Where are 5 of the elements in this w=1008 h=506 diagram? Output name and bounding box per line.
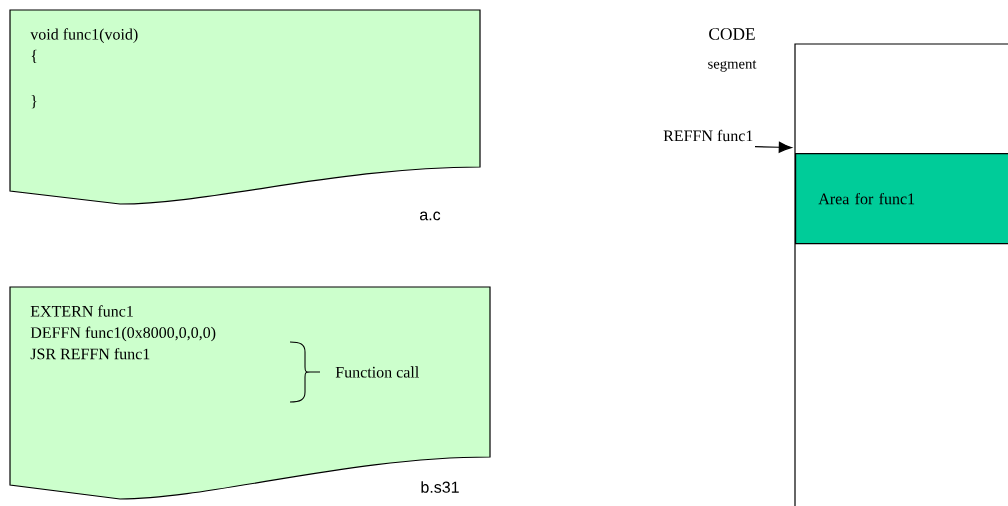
address-label: REFFN func1 (663, 129, 753, 142)
memory-area: Area for func1 (795, 153, 1008, 245)
arrow (754, 141, 792, 153)
file-name: b.s31 (421, 481, 459, 493)
file-name: a.c (420, 211, 441, 221)
